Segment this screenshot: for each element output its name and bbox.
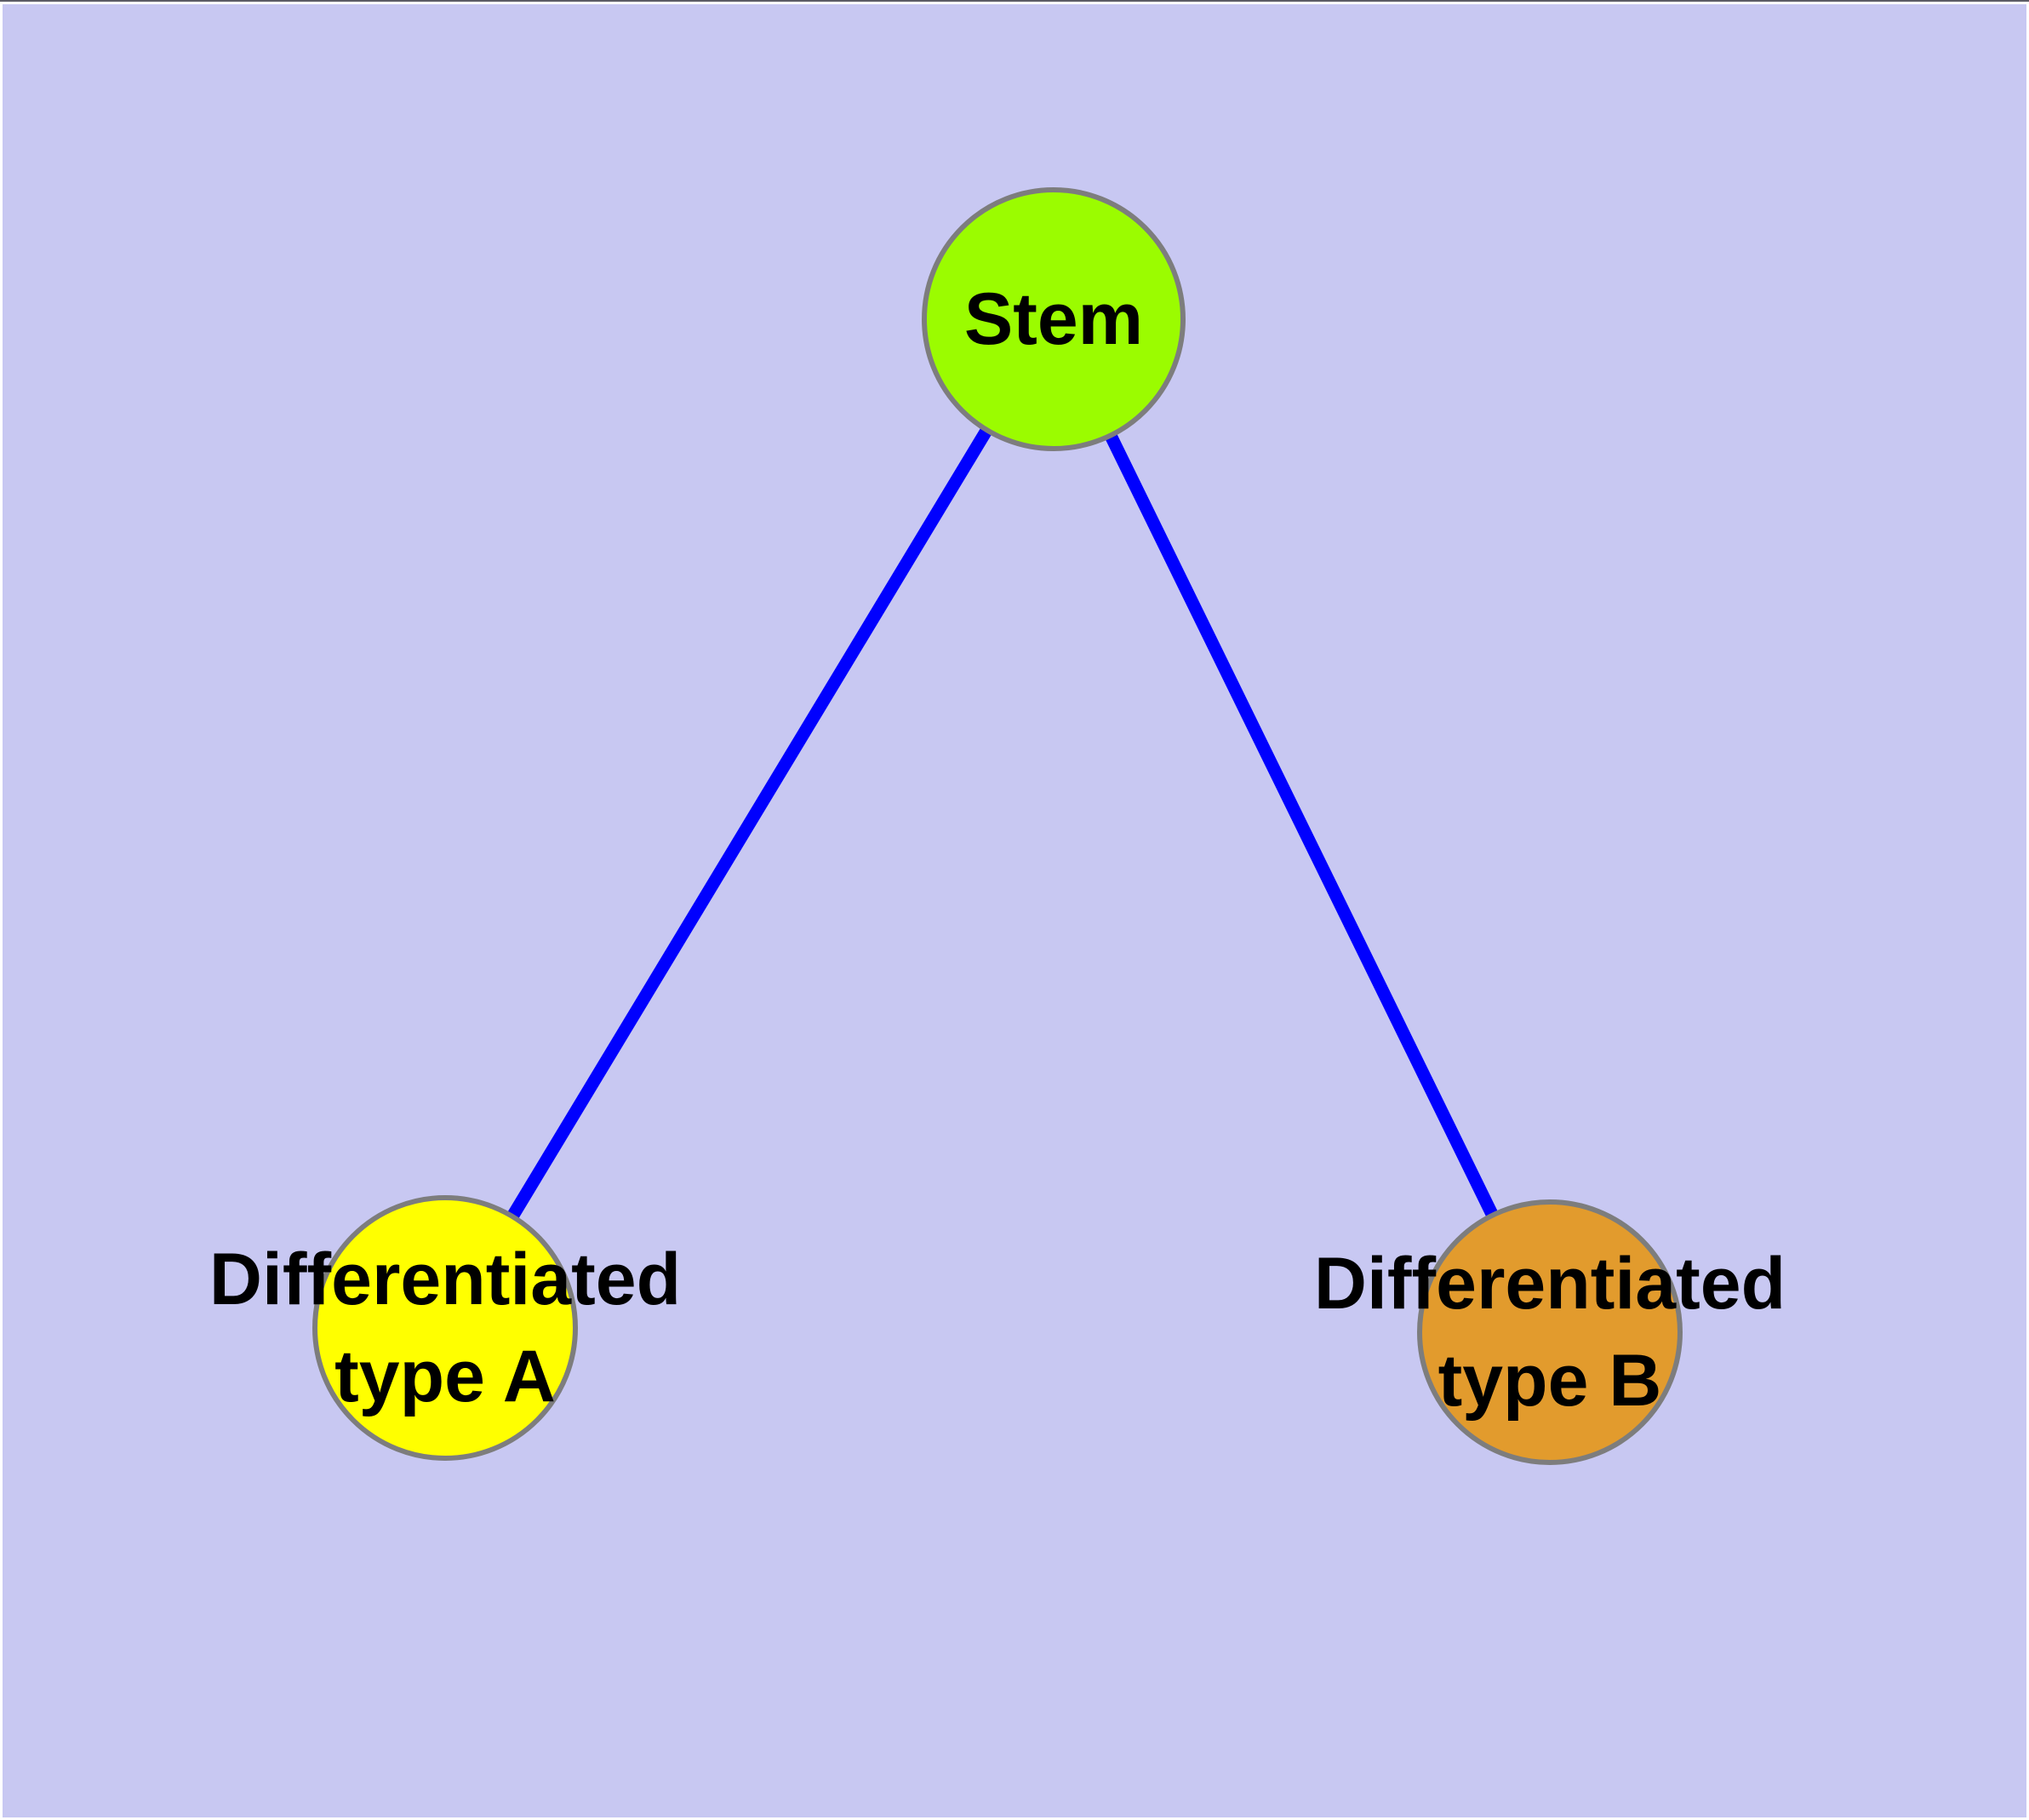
edge-stem-to-diff-a [439, 316, 1060, 1331]
node-stem-circle [922, 187, 1186, 451]
node-stem-label: Stem [964, 278, 1143, 360]
node-diff-b-circle [1417, 1199, 1683, 1465]
node-diff-a-circle [312, 1195, 578, 1461]
edge-stem-to-diff-b [1048, 316, 1556, 1336]
